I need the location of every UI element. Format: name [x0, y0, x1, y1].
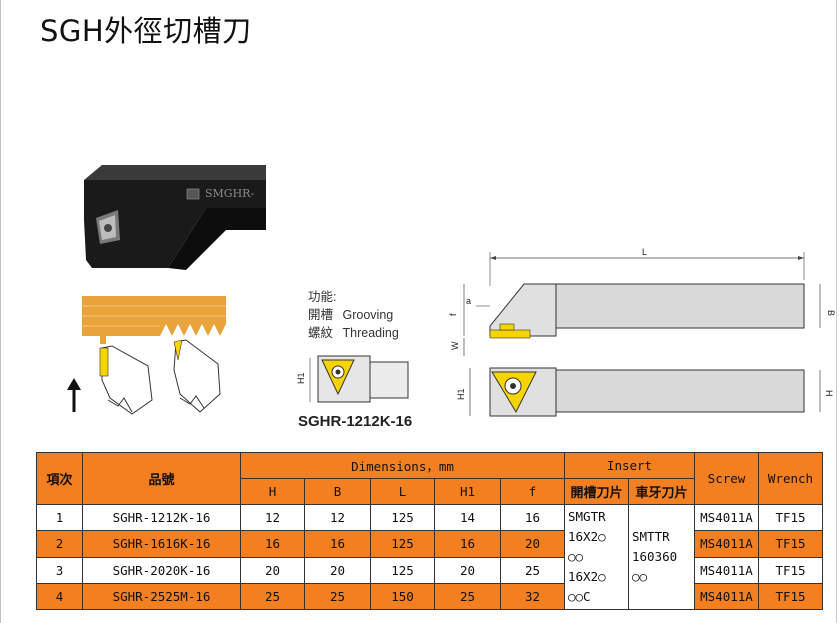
photo-engraving: SMGHR-	[205, 187, 254, 200]
threading-insert-line: SMTTR	[632, 529, 670, 544]
tool-holder-photo: SMGHR-	[84, 165, 266, 270]
function-item-grooving: 開槽 Grooving	[308, 306, 399, 324]
header-dimensions: Dimensions，mm	[240, 452, 565, 479]
header-dim-h: H	[240, 478, 305, 505]
cell-h: 12	[240, 503, 305, 532]
label-h: H	[824, 390, 834, 397]
cell-f: 20	[500, 530, 565, 558]
cell-f: 32	[500, 582, 565, 611]
header-wrench: Wrench	[758, 452, 823, 505]
label-h1: H1	[456, 388, 466, 400]
insert-end-view-diagram: H1	[296, 355, 409, 403]
table-row: 2 SGHR-1616K-16 16 16 125 16 20 MS4011A …	[36, 530, 823, 558]
cell-h: 25	[240, 582, 305, 611]
function-threading-en: Threading	[342, 326, 399, 340]
grooving-threading-illustration	[67, 296, 226, 415]
grooving-insert-line: 16X2○	[568, 529, 606, 544]
cell-part: SGHR-1616K-16	[82, 530, 241, 558]
label-b: B	[826, 310, 836, 316]
function-grooving-en: Grooving	[342, 308, 394, 322]
table-row: 3 SGHR-2020K-16 20 20 125 20 25 MS4011A …	[36, 556, 823, 584]
cell-part: SGHR-1212K-16	[82, 503, 241, 532]
page-title: SGH外徑切槽刀	[40, 14, 252, 48]
dimension-drawing: L f a W B H1 H	[448, 247, 836, 417]
cell-b: 20	[304, 556, 371, 584]
threading-insert-line: 160360	[632, 549, 678, 564]
cell-l: 125	[370, 556, 435, 584]
cell-part: SGHR-2020K-16	[82, 556, 241, 584]
header-dim-h1: H1	[434, 478, 501, 505]
header-insert: Insert	[564, 452, 695, 479]
label-l: L	[642, 247, 647, 257]
cell-f: 16	[500, 503, 565, 532]
cell-no: 4	[36, 582, 83, 611]
cell-h: 16	[240, 530, 305, 558]
page-right-border	[836, 0, 837, 623]
grooving-insert-line: ○○	[568, 549, 584, 564]
cell-h1: 25	[434, 582, 501, 611]
cell-wrench: TF15	[758, 530, 823, 558]
table-row: 1 SGHR-1212K-16 12 12 125 14 16 SMGTR 16…	[36, 503, 823, 610]
header-part-no: 品號	[82, 452, 241, 505]
cell-l: 125	[370, 503, 435, 532]
cell-h: 20	[240, 556, 305, 584]
cell-wrench: TF15	[758, 582, 823, 611]
cell-f: 25	[500, 556, 565, 584]
grooving-insert-line: ○○C	[568, 589, 591, 604]
header-dim-b: B	[304, 478, 371, 505]
cell-part: SGHR-2525M-16	[82, 582, 241, 611]
cell-b: 12	[304, 503, 371, 532]
table-row: 4 SGHR-2525M-16 25 25 150 25 32 MS4011A …	[36, 582, 823, 611]
cell-no: 1	[36, 503, 83, 532]
cell-wrench: TF15	[758, 503, 823, 532]
cell-screw: MS4011A	[694, 582, 759, 611]
grooving-insert-line: SMGTR	[568, 509, 606, 524]
header-grooving-insert: 開槽刀片	[564, 478, 629, 505]
label-a: a	[466, 296, 471, 306]
cell-h1: 14	[434, 503, 501, 532]
label-w: W	[450, 341, 460, 350]
header-threading-insert: 車牙刀片	[628, 478, 695, 505]
cell-wrench: TF15	[758, 556, 823, 584]
header-screw: Screw	[694, 452, 759, 505]
spec-table: 項次 品號 Dimensions，mm Insert Screw Wrench …	[36, 452, 823, 611]
page-left-border	[0, 0, 1, 623]
label-h1-small: H1	[296, 372, 306, 384]
cell-h1: 20	[434, 556, 501, 584]
header-item-no: 項次	[36, 452, 83, 505]
function-heading: 功能:	[308, 290, 337, 304]
cell-b: 16	[304, 530, 371, 558]
cell-screw: MS4011A	[694, 503, 759, 532]
grooving-insert-line: 16X2○	[568, 569, 606, 584]
cell-b: 25	[304, 582, 371, 611]
function-list: 功能: 開槽 Grooving 螺紋 Threading	[308, 288, 399, 342]
label-f: f	[448, 313, 458, 316]
grooving-insert-cell: SMGTR 16X2○ ○○ 16X2○ ○○C	[564, 504, 629, 610]
header-dim-f: f	[500, 478, 565, 505]
function-grooving-zh: 開槽	[308, 308, 334, 322]
cell-h1: 16	[434, 530, 501, 558]
cell-no: 2	[36, 530, 83, 558]
cell-no: 3	[36, 556, 83, 584]
header-dim-l: L	[370, 478, 435, 505]
threading-insert-cell: SMTTR 160360 ○○	[628, 504, 695, 610]
threading-insert-line: ○○	[632, 569, 648, 584]
cell-screw: MS4011A	[694, 556, 759, 584]
function-threading-zh: 螺紋	[308, 326, 334, 340]
cell-screw: MS4011A	[694, 530, 759, 558]
model-caption: SGHR-1212K-16	[298, 413, 413, 430]
cell-l: 125	[370, 530, 435, 558]
function-item-threading: 螺紋 Threading	[308, 324, 399, 342]
cell-l: 150	[370, 582, 435, 611]
